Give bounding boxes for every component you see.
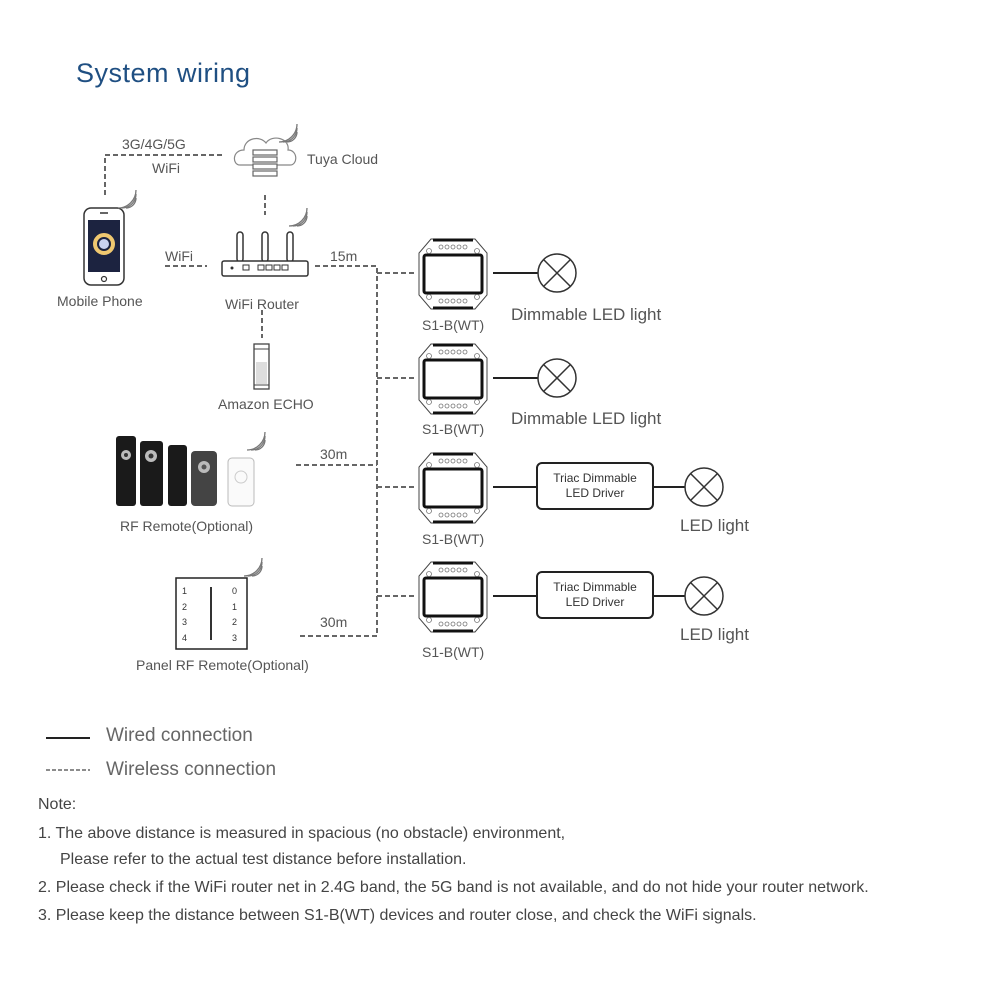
light-label-3: LED light <box>680 516 749 535</box>
panel-key[interactable]: 4 <box>182 632 188 643</box>
note-1: 1. The above distance is measured in spa… <box>38 825 566 842</box>
wireless-links <box>104 154 415 637</box>
echo-label: Amazon ECHO <box>218 396 314 412</box>
light-label-2: Dimmable LED light <box>511 409 662 428</box>
panel-remote-label: Panel RF Remote(Optional) <box>136 657 309 673</box>
panel-key[interactable]: 0 <box>232 586 238 596</box>
cloud-label: Tuya Cloud <box>307 151 379 167</box>
triac-led-driver-2: Triac Dimmable LED Driver <box>536 571 654 619</box>
module-label-4: S1-B(WT) <box>422 644 485 660</box>
driver-label-line1: Triac Dimmable <box>553 471 637 485</box>
module-label-3: S1-B(WT) <box>422 531 485 547</box>
phone-cloud-link <box>104 154 225 195</box>
s1b-module-4 <box>417 560 489 634</box>
link-label-30m-panel: 30m <box>320 614 348 630</box>
s1b-module-2 <box>417 342 489 416</box>
s1b-module-1 <box>417 237 489 311</box>
link-label-cellular: 3G/4G/5G <box>122 136 186 152</box>
page-title: System wiring <box>76 58 251 88</box>
lamp-icon <box>684 576 724 616</box>
panel-key[interactable]: 2 <box>232 617 238 627</box>
smart-speaker-icon <box>253 343 270 390</box>
light-label-1: Dimmable LED light <box>511 305 662 324</box>
s1b-module-3 <box>417 451 489 525</box>
panel-key[interactable]: 1 <box>182 586 188 596</box>
driver-label-line2: LED Driver <box>565 486 625 500</box>
lamp-icon <box>537 358 577 398</box>
note-3: 3. Please keep the distance between S1-B… <box>38 907 757 924</box>
module-label-2: S1-B(WT) <box>422 421 485 437</box>
rf-remote-label: RF Remote(Optional) <box>120 518 254 534</box>
note-1-cont: Please refer to the actual test distance… <box>60 851 467 868</box>
notes-heading: Note: <box>38 796 77 813</box>
lamp-icon <box>537 253 577 293</box>
cloud-server-icon <box>233 123 298 177</box>
panel-left-keys: 1 2 3 4 <box>182 584 187 646</box>
driver-label-line2: LED Driver <box>565 595 625 609</box>
triac-led-driver-1: Triac Dimmable LED Driver <box>536 462 654 510</box>
link-label-wifi-cloud: WiFi <box>152 160 180 176</box>
panel-key[interactable]: 2 <box>182 601 188 612</box>
light-label-4: LED light <box>680 625 749 644</box>
legend-wireless-label: Wireless connection <box>106 759 277 780</box>
wall-panel-icon <box>175 557 263 650</box>
link-label-30m-rf: 30m <box>320 446 348 462</box>
panel-key[interactable]: 3 <box>232 632 238 643</box>
panel-right-keys: 0 1 2 3 <box>232 584 237 646</box>
link-label-15m: 15m <box>330 248 358 264</box>
wifi-router-icon <box>221 207 309 277</box>
driver-label-line1: Triac Dimmable <box>553 580 637 594</box>
smartphone-icon <box>83 189 137 286</box>
link-label-wifi-router: WiFi <box>165 248 193 264</box>
legend-wired-label: Wired connection <box>106 725 253 746</box>
panel-key[interactable]: 3 <box>182 617 188 627</box>
note-2: 2. Please check if the WiFi router net i… <box>38 879 869 896</box>
lamp-icon <box>684 467 724 507</box>
router-label: WiFi Router <box>225 296 299 312</box>
panel-key[interactable]: 1 <box>232 601 238 612</box>
module-label-1: S1-B(WT) <box>422 317 485 333</box>
rf-remote-icon <box>116 431 266 507</box>
wired-links <box>493 272 686 597</box>
phone-label: Mobile Phone <box>57 293 143 309</box>
